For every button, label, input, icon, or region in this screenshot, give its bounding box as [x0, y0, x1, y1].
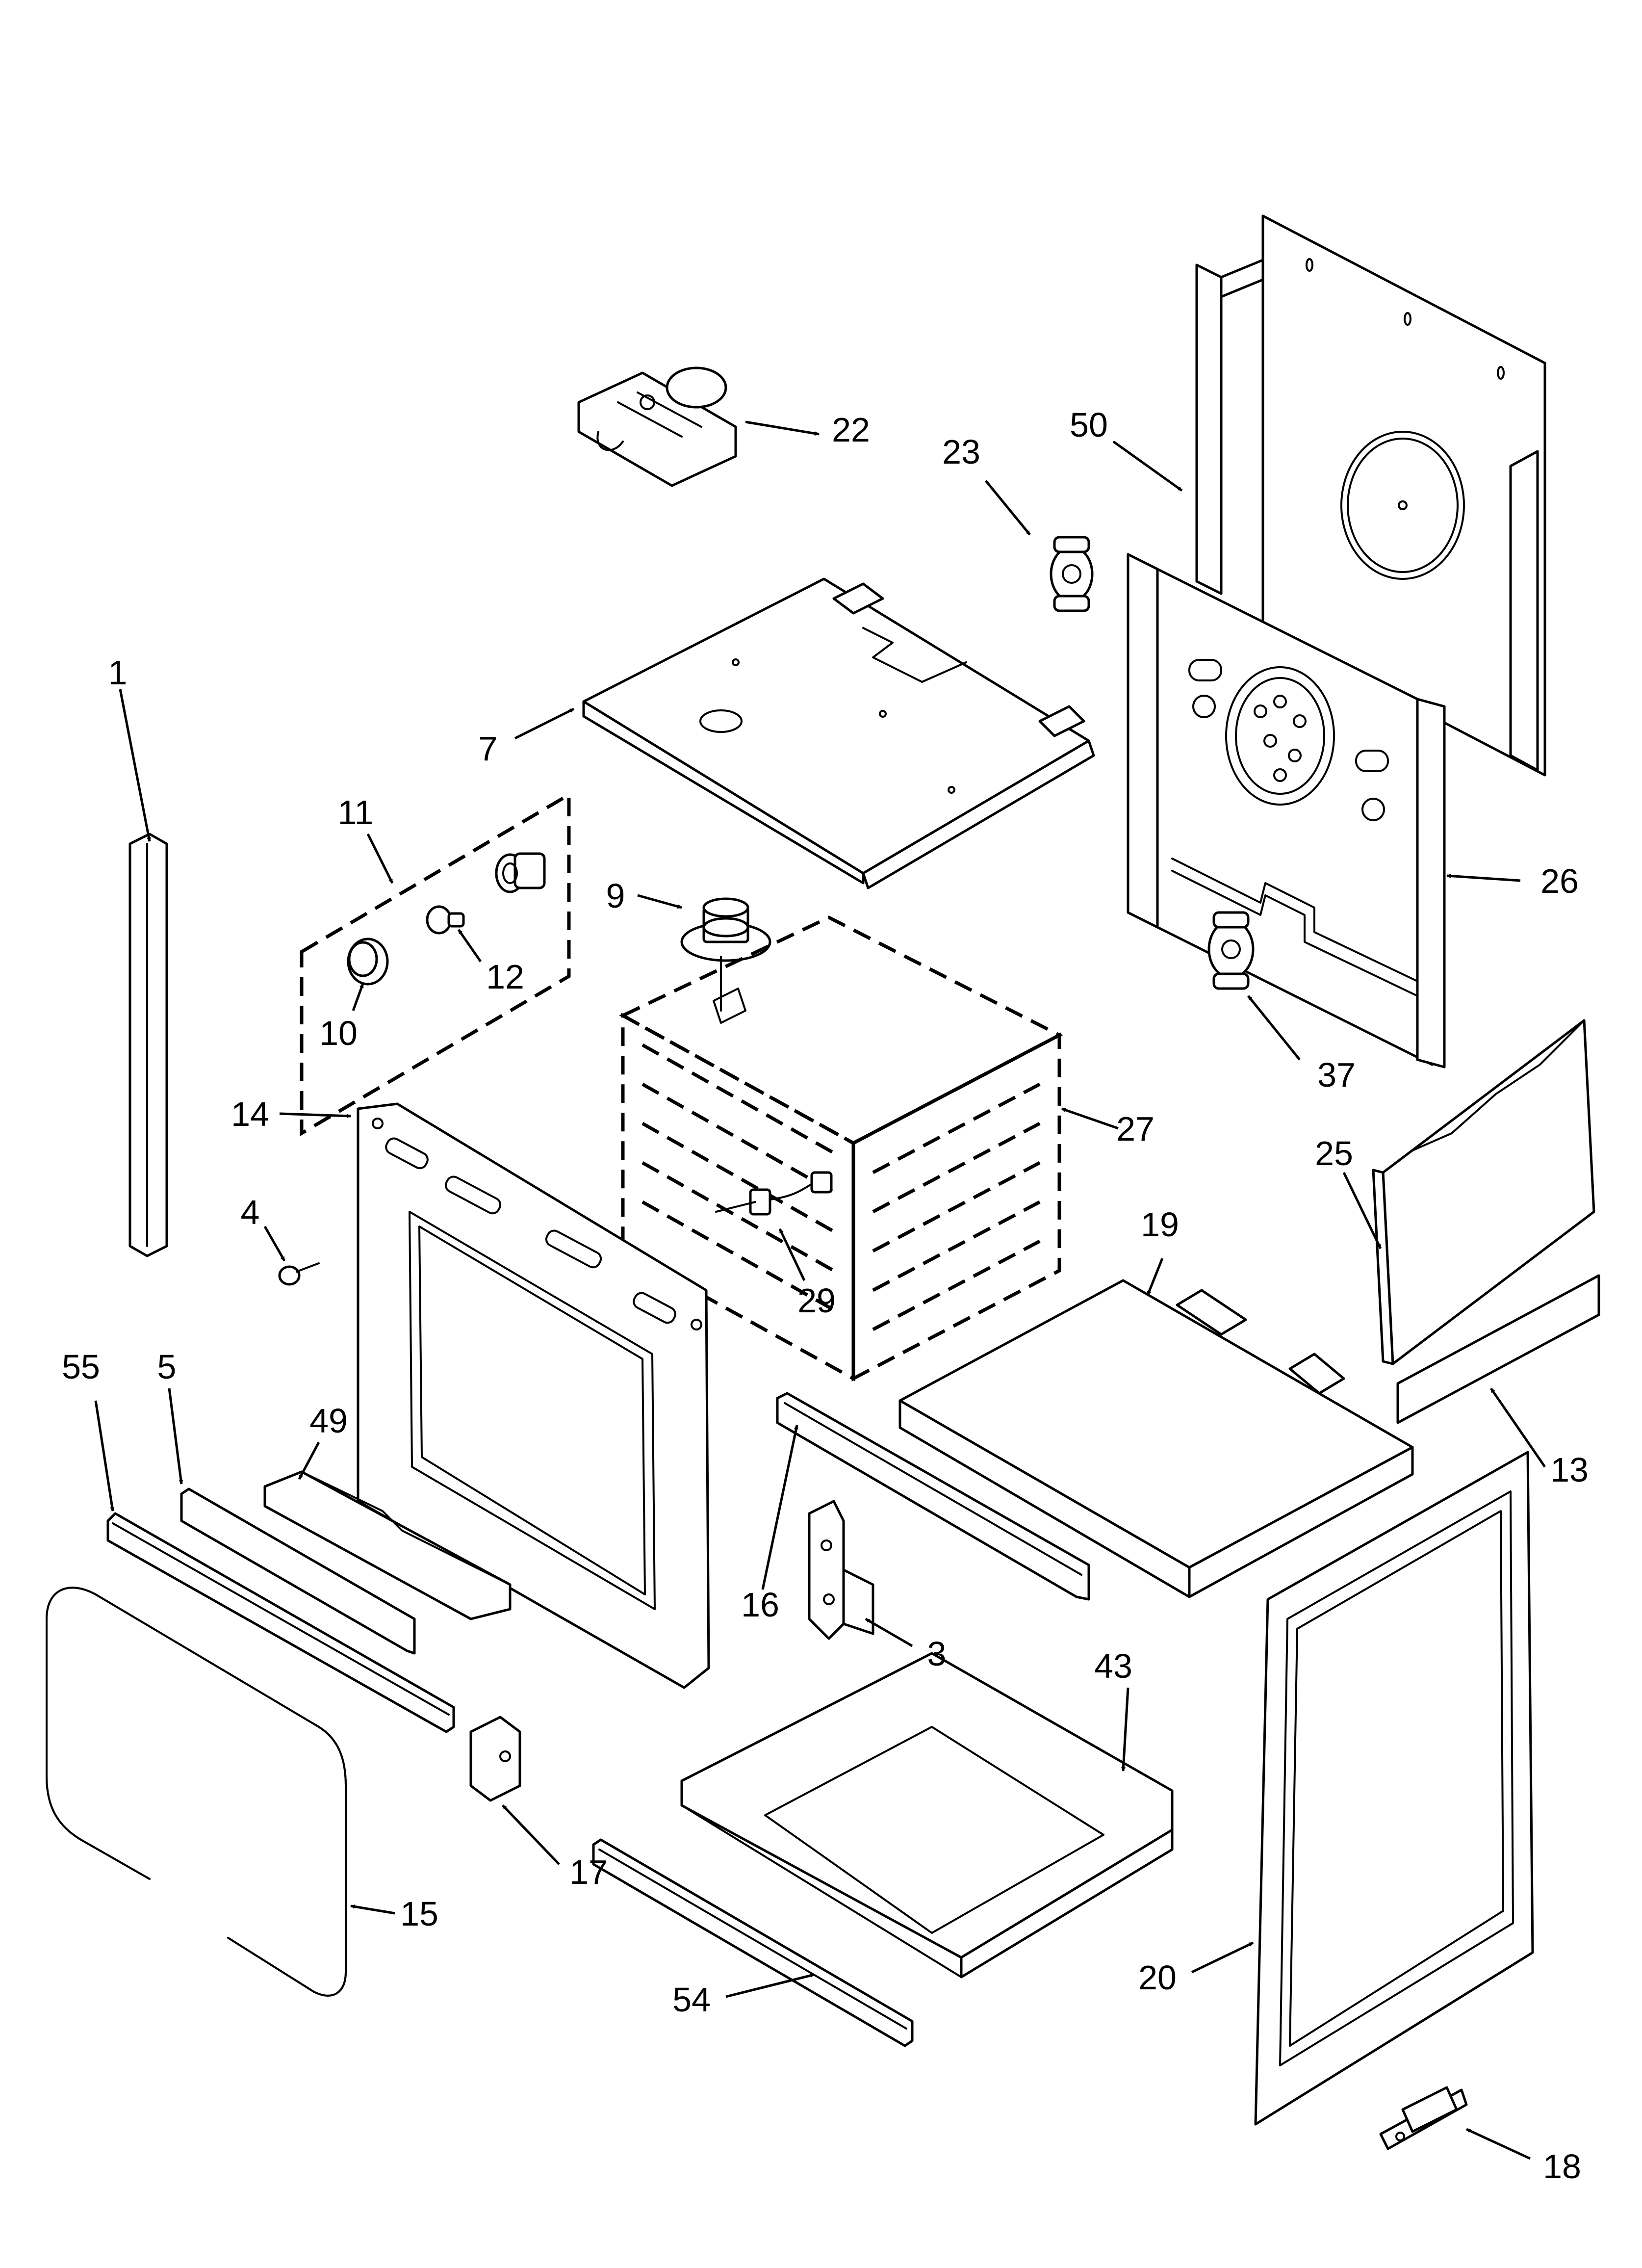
callout-29: 29: [797, 1281, 836, 1320]
callout-25: 25: [1315, 1134, 1353, 1173]
callout-26: 26: [1540, 862, 1579, 900]
part-13-lower-strip: [1396, 1274, 1600, 1424]
callout-5: 5: [157, 1348, 177, 1386]
part-5-trim: [180, 1487, 416, 1655]
callout-55: 55: [62, 1348, 100, 1386]
callout-37: 37: [1317, 1056, 1356, 1094]
part-17-bracket: [469, 1716, 521, 1802]
part-43-drawer-pan: [680, 1652, 1174, 1979]
callout-4: 4: [241, 1193, 260, 1231]
part-14-front-frame: [357, 1102, 710, 1689]
part-12-bulb: [426, 905, 465, 935]
callout-18: 18: [1543, 2147, 1581, 2186]
part-3-hinge-bracket: [808, 1500, 874, 1640]
part-50-rear-panel: [1195, 214, 1546, 777]
callout-19: 19: [1141, 1205, 1179, 1244]
callout-15: 15: [400, 1895, 438, 1933]
part-27-oven-cavity: [619, 915, 1063, 1382]
part-23-limiter: [1050, 536, 1094, 612]
part-25-side-panel: [1372, 1019, 1595, 1365]
part-18-hinge-plate: [1379, 2086, 1468, 2150]
part-1-trim: [128, 833, 168, 1257]
part-26-rear-inner-panel: [1127, 553, 1446, 1069]
leader-lines: [94, 420, 1546, 2160]
part-22-latch-assembly: [577, 366, 737, 487]
part-20-door-panel: [1254, 1451, 1534, 2126]
callout-14: 14: [231, 1095, 269, 1133]
callout-16: 16: [741, 1586, 779, 1624]
callout-27: 27: [1116, 1110, 1155, 1148]
part-11-lamp-kit: [300, 791, 571, 1137]
part-54-rail: [592, 1838, 914, 2047]
part-4-screw: [278, 1262, 320, 1286]
callout-13: 13: [1550, 1451, 1589, 1489]
callout-labels: 1 3 4 5 7 9 10 11 12 13 14 15 16 17 18 1…: [62, 406, 1589, 2186]
callout-17: 17: [569, 1853, 608, 1891]
part-10-lens: [347, 938, 389, 986]
callout-11: 11: [338, 793, 374, 832]
callout-50: 50: [1070, 406, 1108, 444]
part-15-gasket: [46, 1587, 347, 1997]
callout-10: 10: [319, 1014, 358, 1052]
part-29-sensor: [715, 1171, 833, 1216]
callout-49: 49: [309, 1402, 348, 1440]
callout-54: 54: [672, 1981, 711, 2019]
part-49-vent: [263, 1470, 512, 1620]
callout-43: 43: [1094, 1647, 1132, 1685]
part-16-rail: [776, 1392, 1090, 1601]
socket: [495, 852, 546, 893]
part-9-probe: [680, 897, 771, 1012]
part-55-rail: [106, 1512, 455, 1733]
callout-9: 9: [606, 877, 625, 915]
callout-3: 3: [927, 1635, 947, 1673]
callout-7: 7: [479, 730, 498, 768]
part-7-top-panel: [582, 577, 1095, 889]
callout-23: 23: [942, 433, 980, 471]
callout-22: 22: [832, 411, 870, 449]
part-37-limiter: [1207, 911, 1255, 990]
part-19-bottom-panel: [898, 1279, 1414, 1598]
callout-1: 1: [108, 653, 128, 692]
callout-12: 12: [486, 958, 524, 996]
callout-20: 20: [1138, 1958, 1177, 1997]
